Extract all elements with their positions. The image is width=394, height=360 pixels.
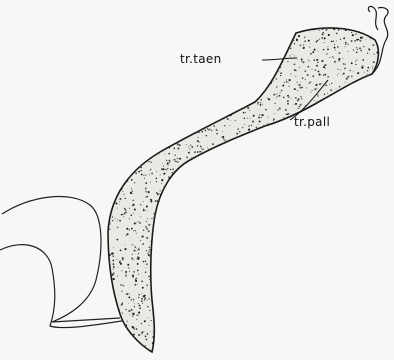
organ-body — [108, 28, 378, 352]
label-trtaen: tr.taen — [180, 52, 222, 66]
label-trpall: tr.pall — [294, 115, 330, 129]
membrane-outline — [2, 196, 120, 322]
